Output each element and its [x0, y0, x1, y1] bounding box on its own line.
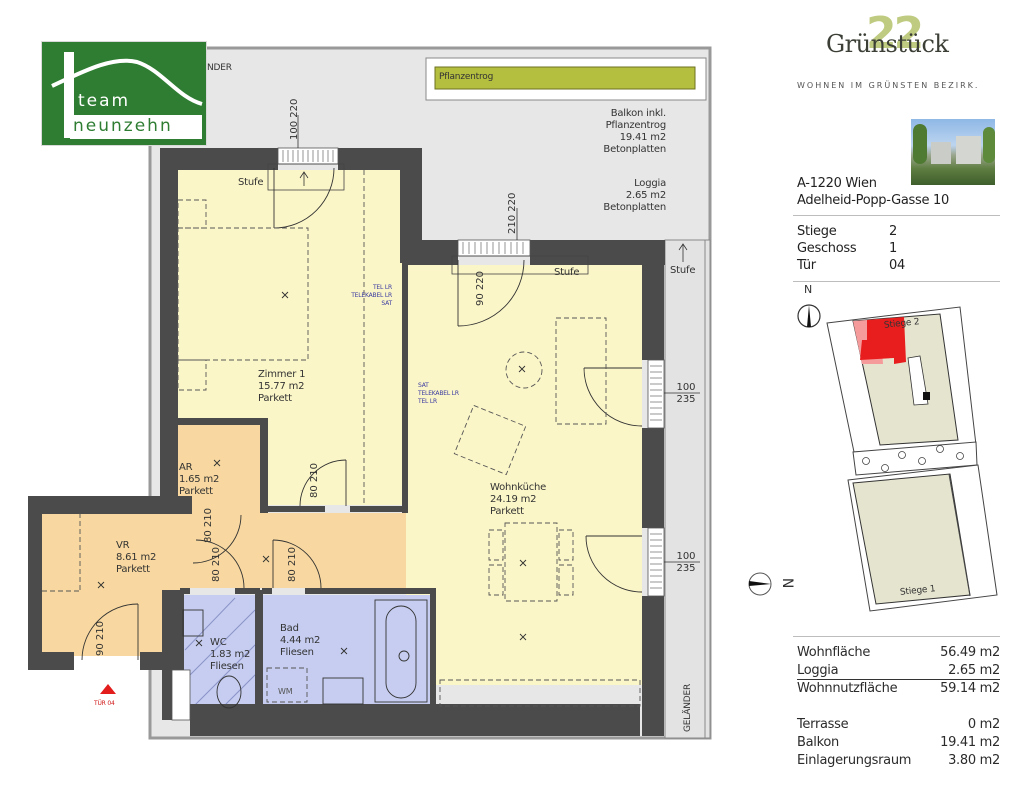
compass-west-label: N [779, 577, 796, 589]
room-zimmer-label: Zimmer 1 15.77 m2 Parkett [258, 369, 306, 404]
stufe-label-wk: Stufe [554, 267, 580, 278]
dim-door-wc: 80 210 [211, 546, 222, 582]
unit-highlight-main [860, 317, 906, 364]
entry-marker [100, 684, 116, 694]
stufe-label-zimmer: Stufe [238, 177, 264, 188]
dim-door-zimmer: 80 210 [309, 462, 320, 498]
loggia-label: Loggia 2.65 m2 Betonplatten [603, 178, 666, 213]
vr-fill2 [40, 588, 180, 656]
logo-house-icon [51, 52, 203, 138]
site-plan [797, 304, 998, 612]
dim-window-right1: 100 235 [676, 382, 696, 405]
dim-window-right2: 100 235 [676, 551, 696, 574]
entry-label: TÜR 04 [94, 700, 115, 707]
sum-line [797, 679, 1000, 680]
divider [793, 215, 1000, 216]
bad-fill [262, 595, 430, 705]
room-wohnkueche-label: Wohnküche 24.19 m2 Parkett [490, 482, 547, 517]
dim-window-zimmer: 100 220 [289, 98, 300, 140]
pflanzentrog-label: Pflanzentrog [439, 72, 494, 82]
balkon-label: Balkon inkl. Pflanzentrog 19.41 m2 Beton… [603, 108, 666, 155]
room-wc-label: WC 1.83 m2 Fliesen [210, 637, 251, 672]
brand-number: 22 [866, 8, 924, 59]
dim-door-bad: 80 210 [287, 546, 298, 582]
address-street: Adelheid-Popp-Gasse 10 [797, 193, 949, 208]
dim-window-wk-top: 210 220 [507, 192, 518, 234]
brand-tagline: WOHNEN IM GRÜNSTEN BEZIRK. [797, 81, 980, 90]
north-label: N [804, 283, 813, 296]
logo-line2: neunzehn [73, 116, 173, 136]
address-city: A-1220 Wien [797, 176, 877, 191]
address: A-1220 Wien Adelheid-Popp-Gasse 10 [797, 175, 949, 209]
room-vr-label: VR 8.61 m2 Parkett [116, 540, 157, 575]
logo-line1: team [78, 91, 131, 111]
compass-west-icon [748, 572, 772, 596]
sockets-wohnkueche: SAT TELEKABEL LR TEL LR [418, 382, 459, 405]
floor-plan [28, 46, 712, 740]
stufe-label-outside: Stufe [670, 265, 696, 276]
room-bad-label: Bad 4.44 m2 Fliesen [280, 623, 321, 658]
wohnkueche-fill [406, 265, 642, 685]
wm-label: WM [278, 687, 293, 696]
brand-name: Grünstück [826, 30, 949, 58]
dim-door-entry: 90 210 [95, 620, 106, 656]
building-photo [911, 119, 995, 185]
room-ar-label: AR 1.65 m2 Parkett [179, 462, 220, 497]
vr-fill [40, 513, 406, 588]
sockets-zimmer: TEL LR TELEKABEL LR SAT [351, 284, 392, 307]
divider [793, 636, 1000, 637]
gelaender-right-label: GELÄNDER [683, 683, 693, 732]
north-compass-icon [797, 304, 821, 328]
wc-fill [180, 595, 258, 705]
dim-door-wk-top: 90 220 [475, 270, 486, 306]
divider [793, 281, 1000, 282]
gelaender-top-label: NDER [207, 63, 232, 73]
dim-door-ar: 80 210 [203, 507, 214, 543]
team-neunzehn-logo: team neunzehn [41, 41, 207, 146]
